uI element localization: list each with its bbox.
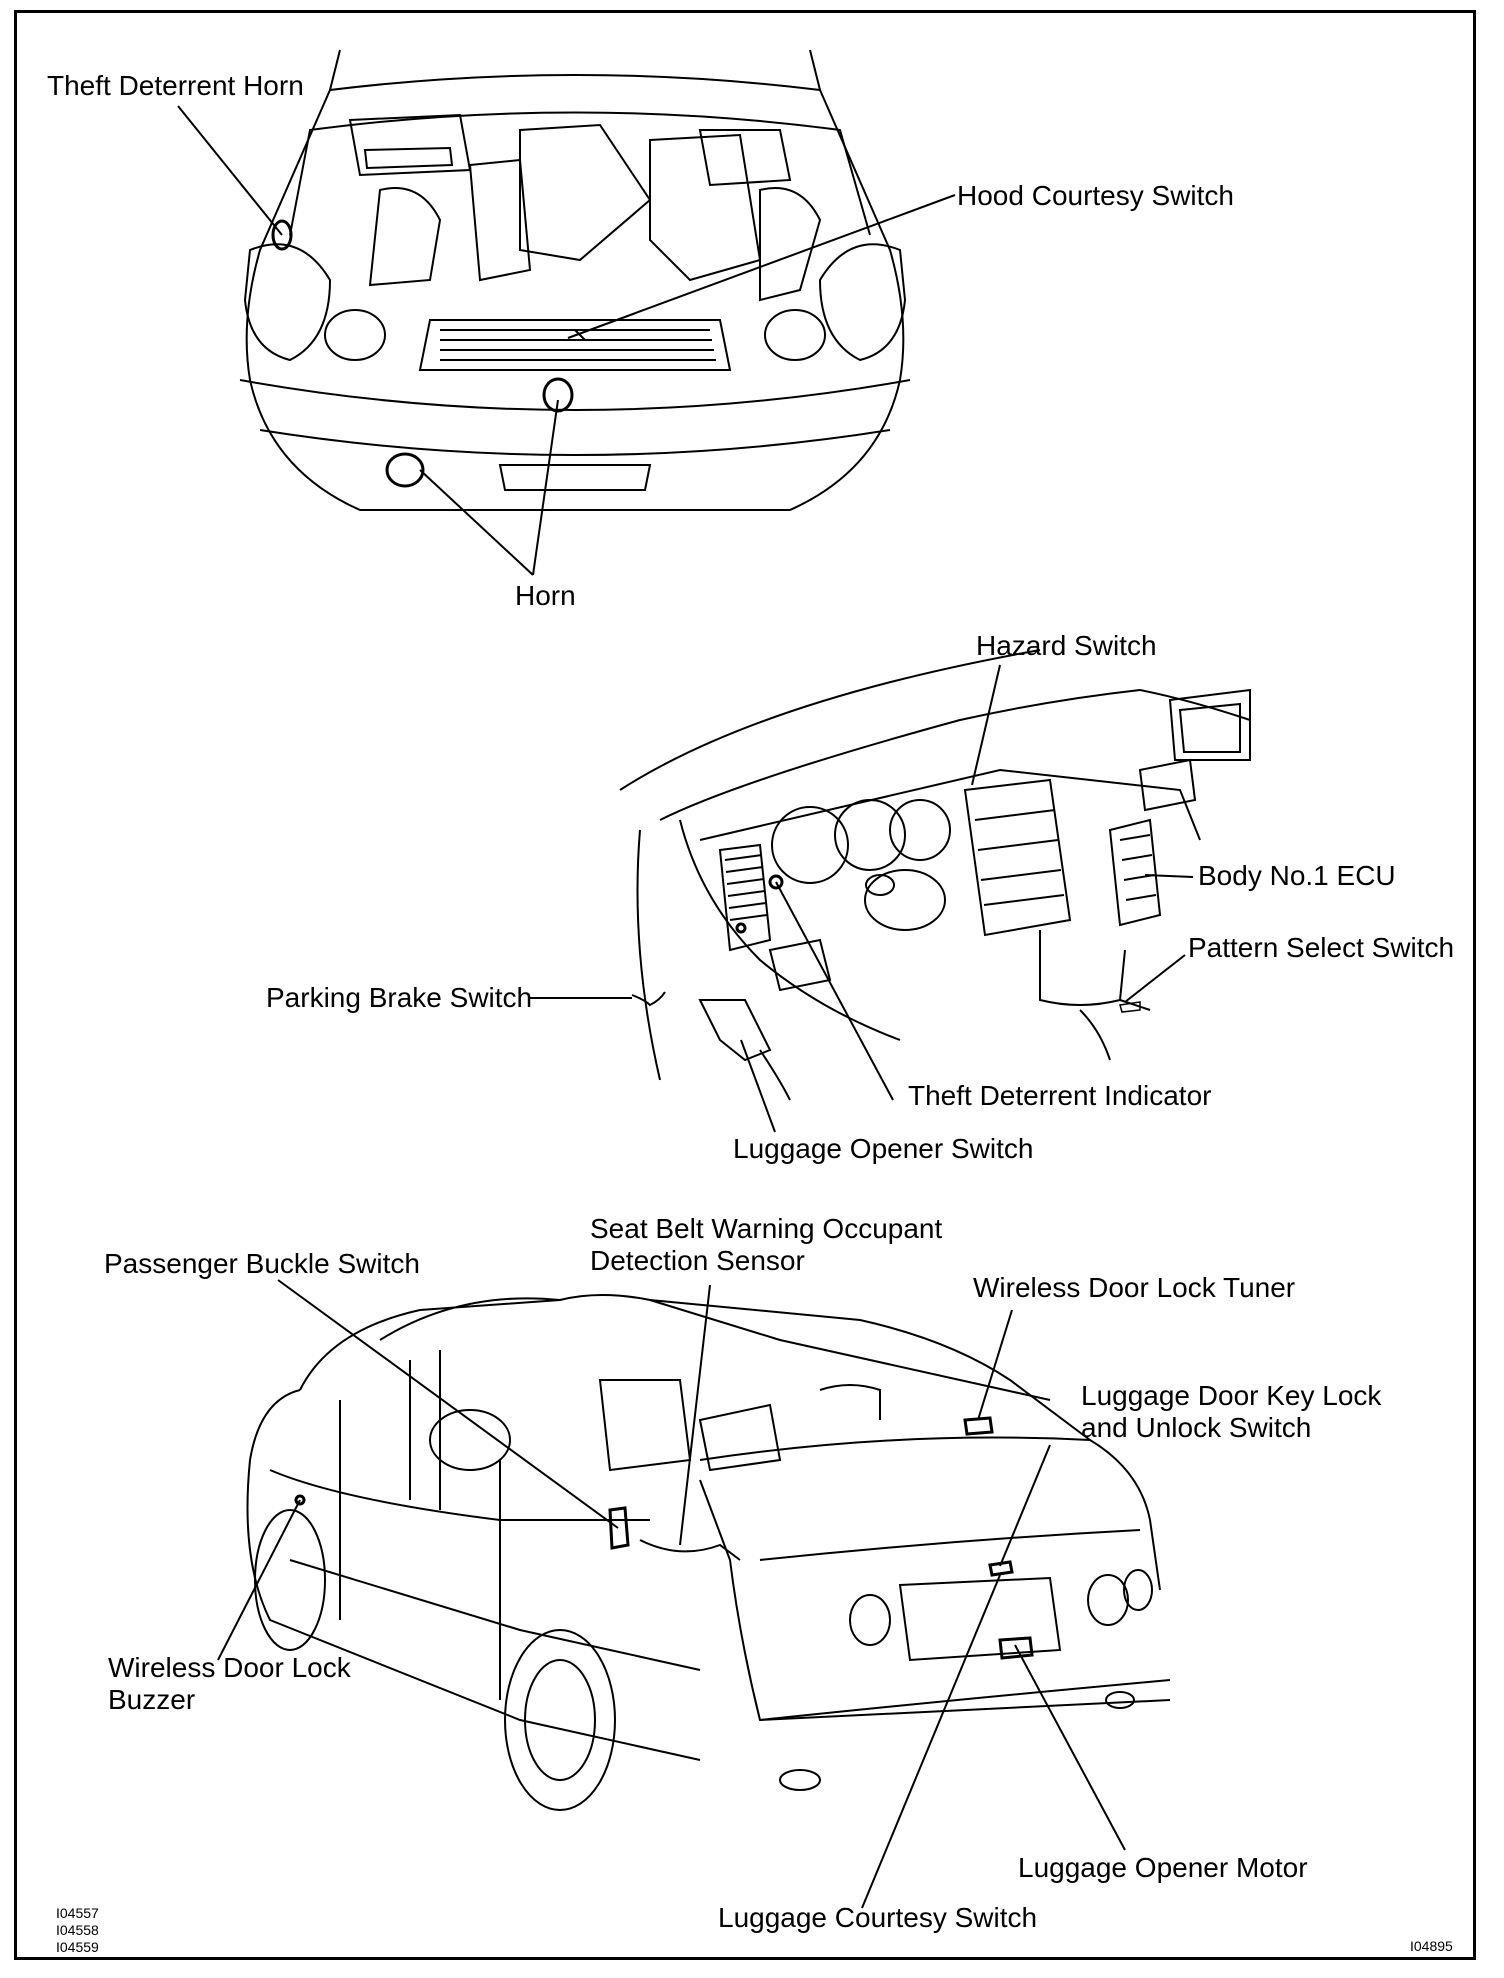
seat-belt-sensor-line2: Detection Sensor — [590, 1245, 805, 1276]
luggage-opener-switch-label: Luggage Opener Switch — [733, 1133, 1034, 1164]
leader-lines — [177, 105, 1194, 1909]
wireless-buzzer-line2: Buzzer — [108, 1684, 196, 1715]
luggage-door-key-switch-label: Luggage Door Key Lock and Unlock Switch — [1081, 1380, 1381, 1444]
theft-deterrent-horn-label: Theft Deterrent Horn — [47, 70, 304, 101]
luggage-door-key-line1: Luggage Door Key Lock — [1081, 1380, 1382, 1411]
hood-courtesy-switch-label: Hood Courtesy Switch — [957, 180, 1235, 211]
hazard-switch-label: Hazard Switch — [976, 630, 1157, 661]
horn-label: Horn — [515, 580, 576, 611]
wireless-buzzer-line1: Wireless Door Lock — [108, 1652, 351, 1683]
parking-brake-switch-label: Parking Brake Switch — [266, 982, 533, 1013]
front-car-drawing — [239, 49, 911, 511]
passenger-buckle-switch-label: Passenger Buckle Switch — [104, 1248, 420, 1279]
seat-belt-sensor-line1: Seat Belt Warning Occupant — [590, 1213, 943, 1244]
figure-code-2: I04558 — [56, 1922, 99, 1938]
dashboard-drawing — [619, 649, 1251, 1101]
rear-car-drawing — [246, 1294, 1171, 1811]
luggage-opener-motor-label: Luggage Opener Motor — [1018, 1852, 1308, 1883]
wireless-door-lock-tuner-label: Wireless Door Lock Tuner — [973, 1272, 1296, 1303]
body-no1-ecu-label: Body No.1 ECU — [1198, 860, 1396, 891]
figure-code-1: I04557 — [56, 1905, 99, 1921]
theft-deterrent-indicator-label: Theft Deterrent Indicator — [908, 1080, 1212, 1111]
diagram-frame — [14, 10, 1476, 1960]
figure-code-list: I04557 I04558 I04559 — [56, 1905, 99, 1956]
luggage-courtesy-switch-label: Luggage Courtesy Switch — [718, 1902, 1038, 1933]
seat-belt-sensor-label: Seat Belt Warning Occupant Detection Sen… — [590, 1213, 942, 1277]
figure-code-right: I04895 — [1410, 1938, 1453, 1954]
pattern-select-switch-label: Pattern Select Switch — [1188, 932, 1455, 963]
luggage-door-key-line2: and Unlock Switch — [1081, 1412, 1312, 1443]
figure-code-3: I04559 — [56, 1939, 99, 1955]
wireless-door-lock-buzzer-label: Wireless Door Lock Buzzer — [108, 1652, 351, 1716]
